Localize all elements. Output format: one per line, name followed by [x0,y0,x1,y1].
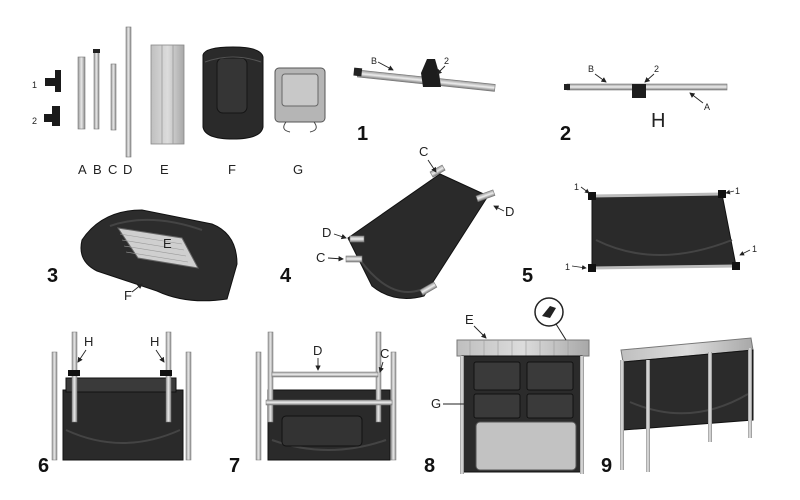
step-8-cabinet-front [456,339,590,474]
connector-2-label: 2 [32,116,37,126]
step-4-folded-cabinet [345,164,496,299]
step-1-pole-assembly [353,59,496,92]
step-4-label-c-left: C [316,250,325,265]
step-1-label-2: 2 [444,56,449,66]
step-9-number: 9 [601,455,612,477]
storage-bag-g [274,67,326,133]
step-5: 1 1 1 1 5 [522,182,757,287]
step-4-label-d-left: D [322,225,331,240]
step-3-bag-with-table-top [80,209,238,302]
pole-a [77,56,86,130]
step-7-number: 7 [229,455,240,477]
connector-part-1 [45,70,61,92]
step-2-label-2: 2 [654,64,659,74]
step-1-label-b: B [371,56,377,66]
step-3-label-f: F [124,288,132,303]
step-5-label-1-tr: 1 [735,186,740,196]
step-6: H H 6 [38,331,192,477]
part-label-e: E [160,162,169,177]
table-top-e [150,44,185,145]
step-9: 9 [601,337,754,477]
step-8-label-g: G [431,396,441,411]
pole-d [125,26,132,158]
step-2: B 2 A H 2 [560,64,728,145]
step-1-number: 1 [357,123,368,145]
step-5-label-1-r: 1 [752,244,757,254]
step-4-number: 4 [280,265,292,287]
step-2-label-a: A [704,102,710,112]
step-2-label-b: B [588,64,594,74]
step-4-label-d-right: D [505,204,514,219]
step-8: E G 8 [424,297,590,477]
part-label-b: B [93,162,102,177]
step-3-number: 3 [47,265,58,287]
pole-b [93,49,100,130]
step-5-label-1-tl: 1 [574,182,579,192]
step-7-cabinet-with-rails [255,331,397,461]
step-7: D C 7 [229,331,397,477]
step-7-label-d: D [313,343,322,358]
step-1: B 2 1 [353,56,496,145]
step-2-pole-assembly [564,83,728,98]
step-7-label-c: C [380,346,389,361]
step-5-number: 5 [522,265,533,287]
step-8-label-e: E [465,312,474,327]
part-label-c: C [108,162,117,177]
part-label-f: F [228,162,236,177]
connector-part-2 [44,106,60,126]
step-9-assembled-cabinet [620,337,754,472]
step-4-label-c-top: C [419,144,428,159]
step-5-label-1-bl: 1 [565,262,570,272]
step-6-label-h-right: H [150,334,159,349]
part-label-d: D [123,162,132,177]
step-2-number: 2 [560,123,571,145]
step-3: E F 3 [47,209,238,303]
step-2-label-h: H [651,110,665,132]
step-4: C D D C 4 [280,144,514,299]
pole-c [110,63,117,131]
step-5-opened-frame [588,190,740,272]
step-6-label-h-left: H [84,334,93,349]
step-6-cabinet-with-legs [51,331,192,461]
part-label-g: G [293,162,303,177]
step-6-number: 6 [38,455,49,477]
cabinet-bag-f [202,46,264,140]
connector-1-label: 1 [32,80,37,90]
step-8-number: 8 [424,455,435,477]
step-3-label-e: E [163,236,172,251]
step-8-detail-magnifier [534,297,567,341]
part-label-a: A [78,162,87,177]
parts-overview: 1 2 [32,26,326,177]
